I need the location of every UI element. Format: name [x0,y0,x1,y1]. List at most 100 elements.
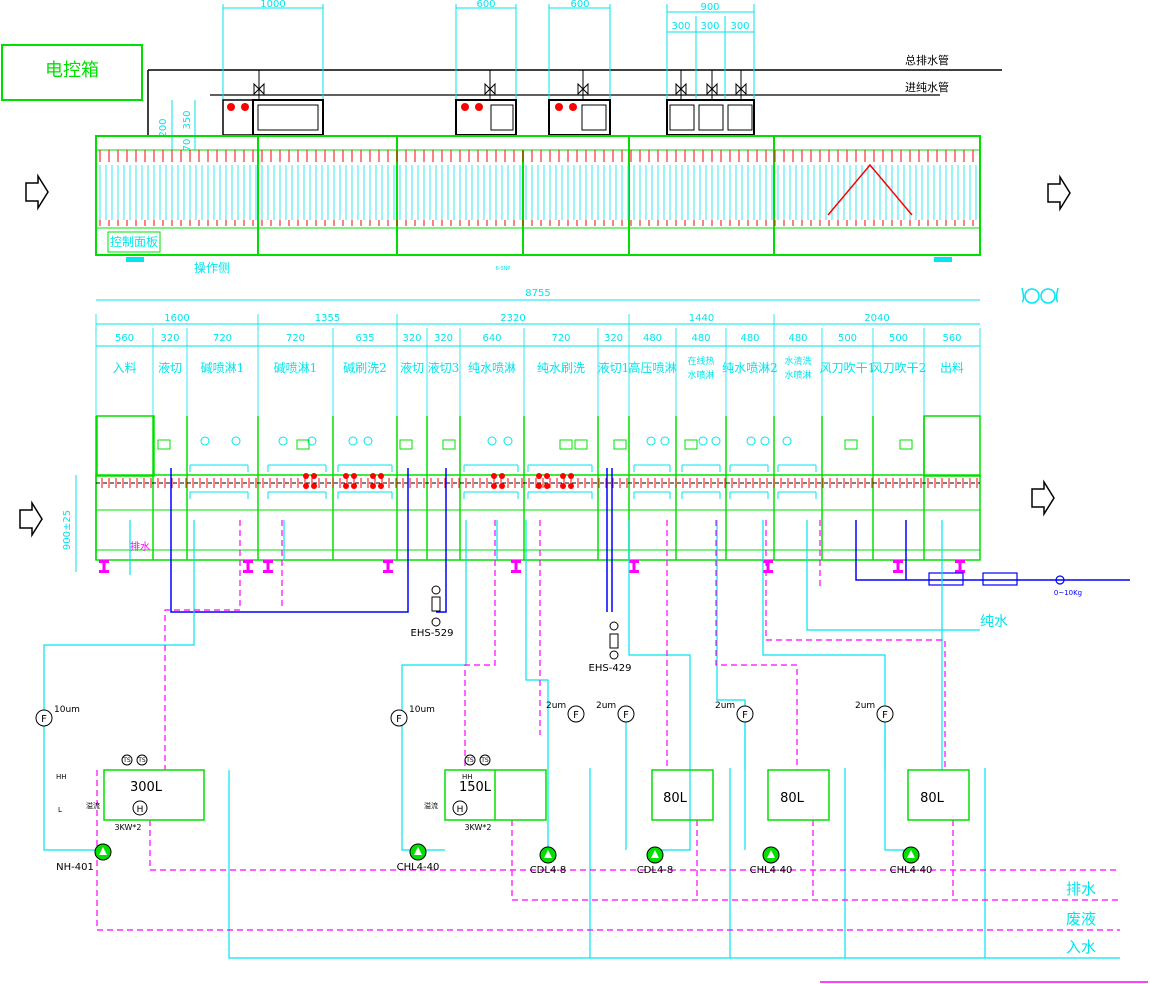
pressure-gauges [157,436,913,450]
ts-labels: TS TS TS TS [122,757,489,764]
foot [955,560,965,563]
dim-200: 200 [158,118,169,137]
brush-roller [378,473,384,479]
foot-leg [246,563,250,570]
dim-1000: 1000 [260,0,285,10]
gauge-icon [487,436,497,446]
filter-rating: 2um [715,701,735,711]
filter-f: F [623,710,629,721]
section-width: 500 [889,333,908,344]
top-view: 电控箱 总排水管 进纯水管 1000 600 600 900 300 300 3… [1,0,1071,304]
filter-f: F [742,710,748,721]
waste-pipes [96,520,1120,931]
section-name: 液切 [158,360,182,375]
spray-header [729,464,769,499]
side-section-dividers [95,416,925,560]
cyan-pipes [43,520,1120,959]
gauge-icon [307,436,317,446]
pump-arrow [767,850,775,858]
small-label: 6-SNP [496,266,511,272]
tank-300l-label: 300L [130,780,163,795]
goggles-icon [1021,287,1059,304]
brush-roller [491,483,497,489]
section-width: 720 [213,333,232,344]
blue-pipes [170,468,1130,613]
pure-water-pipe-label: 进纯水管 [905,80,949,94]
brush-roller [311,483,317,489]
overflow-2: 溢流 [424,801,438,810]
section-width: 640 [482,333,501,344]
level-labels: HH HH L 溢流 溢流 [56,773,473,814]
brush-roller [303,483,309,489]
pump-label: CDL4-8 [637,865,674,876]
section-width: 480 [740,333,759,344]
section-name: 液切 [400,360,424,375]
pure-water-label: 纯水 [980,614,1008,630]
tank-150l-label: 150L [459,780,492,795]
brush-roller [568,483,574,489]
section-width: 635 [355,333,374,344]
foot-base [629,570,639,573]
section-name: 液切3 [428,360,460,375]
heater-h-2: H [457,805,464,815]
section-width: 480 [788,333,807,344]
foot [511,560,521,563]
filter-cartridge-2 [982,572,1018,586]
legend-waste: 废液 [1066,910,1096,928]
filter-cartridge-1 [928,572,964,586]
hh-2: HH [462,773,473,781]
brush-roller [378,483,384,489]
foot-base [243,570,253,573]
gauge-icon [200,436,210,446]
operator-side-label: 操作侧 [194,260,230,275]
ts-3: TS [465,757,474,764]
control-panel[interactable] [107,231,161,253]
top-red-ticks [99,150,974,226]
dim-300-a: 300 [671,21,690,32]
filter-icon [567,705,585,723]
tank-80l-2 [767,769,830,821]
brush-roller [351,483,357,489]
dim-600-b: 600 [570,0,589,10]
pressure-range: 0~10Kg [1054,589,1082,597]
foot [629,560,639,563]
foot [243,560,253,563]
foot-base [763,570,773,573]
tank-labels: 300L 150L 80L 80L 80L [130,780,945,806]
filter-f: F [882,710,888,721]
pump-arrow [99,847,107,855]
ts-2: TS [137,757,146,764]
brush-roller [491,473,497,479]
filter-rating: 2um [855,701,875,711]
foot-base [263,570,273,573]
tank-80l-1 [651,769,714,821]
brush-roller [303,473,309,479]
section-name: 纯水喷淋 [468,361,516,375]
section-name: 水喷淋 [784,369,811,381]
pump-label: NH-401 [56,862,94,873]
foot-leg [514,563,518,570]
brush-rollers [303,473,574,489]
section-width: 560 [942,333,961,344]
filter-icon [617,705,635,723]
filter-icon [876,705,894,723]
control-box [1,44,143,101]
machine-top-body [95,135,981,256]
foot [763,560,773,563]
section-name: 水清洗 [784,355,811,367]
gauge-icon [782,436,792,446]
top-dimensions [171,4,755,150]
foot-leg [632,563,636,570]
filter-icon [390,709,408,727]
spray-pump-icon [296,439,310,450]
spray-header [633,464,671,499]
pump-label: CHL4-40 [397,862,440,873]
foot-base [511,570,521,573]
ts-1: TS [122,757,131,764]
section-width: 480 [643,333,662,344]
dim-300-c: 300 [730,21,749,32]
loading-cabinet [96,415,155,477]
dim-350: 350 [182,110,193,129]
